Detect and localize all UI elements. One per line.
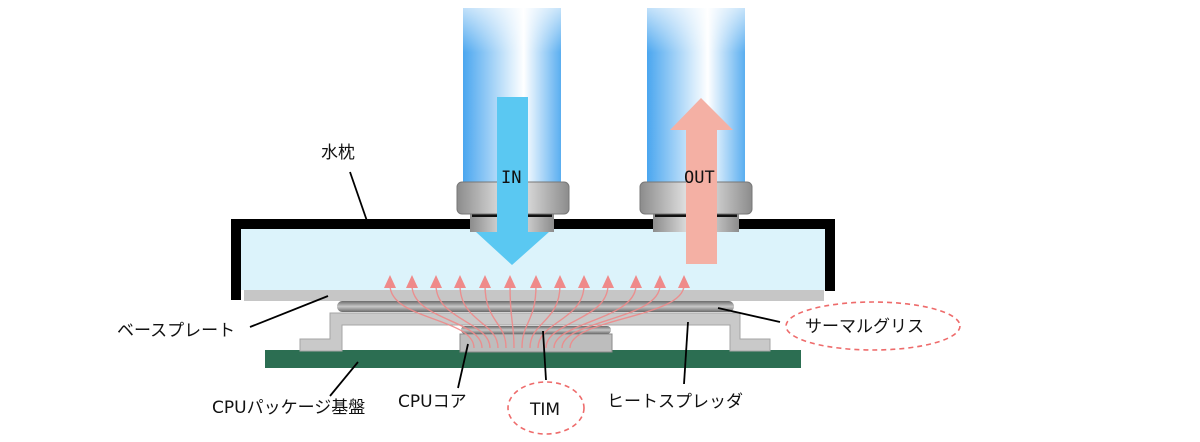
label-base-plate: ベースプレート: [117, 321, 235, 341]
tim-highlight: [507, 381, 585, 435]
thermal-grease-layer: [337, 301, 734, 312]
thermal-grease-highlight: [785, 301, 961, 351]
outlet-flow-arrow: [670, 98, 733, 264]
label-water-block: 水枕: [321, 143, 355, 163]
label-cpu-package-substrate: CPUパッケージ基盤: [212, 398, 365, 418]
label-thermal-grease: サーマルグリス: [805, 317, 924, 337]
label-cpu-core: CPUコア: [398, 392, 467, 412]
label-tim: TIM: [529, 400, 560, 420]
base-plate: [244, 290, 824, 301]
heat-flow-arrowheads: [384, 275, 690, 288]
cpu-core: [459, 333, 613, 353]
label-heat-spreader: ヒートスプレッダ: [607, 392, 743, 412]
label-inlet: IN: [501, 168, 521, 188]
cpu-package-substrate: [265, 350, 801, 368]
heat-spreader: [299, 312, 771, 352]
heat-flow-lines: [389, 284, 685, 349]
inlet-flow-arrow: [476, 97, 549, 265]
leader-lines: [249, 171, 781, 397]
label-outlet: OUT: [684, 168, 715, 188]
